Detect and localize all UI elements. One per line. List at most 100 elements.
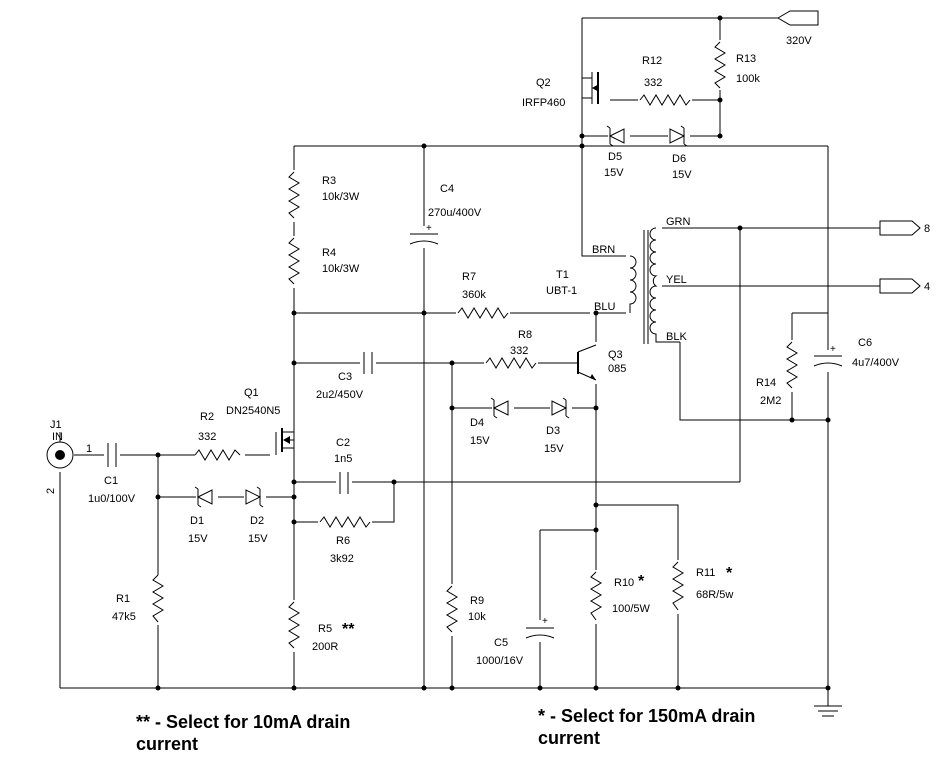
r10-mark: * [638,573,645,590]
svg-text:+: + [542,616,548,627]
r14-value: 2M2 [760,395,781,407]
q3-mosfet [570,342,600,384]
r6-ref: R6 [336,535,350,547]
d5-ref: D5 [608,151,622,163]
c6-capacitor: + [812,344,844,372]
r14-ref: R14 [756,377,776,389]
r9-resistor [445,584,459,636]
q1-value: DN2540N5 [226,405,280,417]
r7-value: 360k [462,289,486,301]
ground-icon [814,688,842,717]
note-10ma-line1: ** - Select for 10mA drain [136,712,350,732]
r2-ref: R2 [200,411,214,423]
c3-ref: C3 [338,371,352,383]
lead-blk: BLK [666,331,687,343]
lead-blu: BLU [594,301,615,313]
note-10ma-line2: current [136,734,198,754]
j1-pin1: 1 [86,443,92,455]
d1-zener [194,486,218,508]
r10-ref: R10 [614,577,634,589]
r4-ref: R4 [322,247,336,259]
c5-ref: C5 [494,637,508,649]
r1-resistor [151,574,165,625]
supply-connector [777,10,819,26]
r11-mark: * [726,565,733,582]
t1-value: UBT-1 [546,285,577,297]
r5-ref: R5 [318,623,332,635]
d1-value: 15V [188,533,208,545]
r7-ref: R7 [462,271,476,283]
r3-resistor [287,170,301,222]
d2-ref: D2 [250,515,264,527]
c3-capacitor [360,350,376,376]
d1-ref: D1 [190,515,204,527]
r8-resistor [484,356,538,370]
out-label-8: 8 [924,223,930,235]
j1-pin2: 2 [45,488,57,494]
r12-ref: R12 [642,55,662,67]
c5-value: 1000/16V [476,655,524,667]
q1-ref: Q1 [244,387,259,399]
q2-ref: Q2 [536,77,551,89]
lead-grn: GRN [666,216,691,228]
c2-value: 1n5 [334,453,352,465]
q2-value: IRFP460 [522,97,565,109]
r12-resistor [638,93,692,107]
r5-value: 200R [312,641,338,653]
q3-ref: Q3 [608,349,623,361]
r11-value: 68R/5w [696,589,733,601]
d3-ref: D3 [546,425,560,437]
d4-value: 15V [470,435,490,447]
r14-resistor [785,340,799,392]
q1-mosfet [270,424,298,460]
r2-resistor [194,448,245,462]
d4-ref: D4 [470,417,484,429]
j1-ref: J1 [50,419,62,431]
r4-resistor [287,236,301,288]
note-150ma-line2: current [538,728,600,748]
r10-resistor [589,570,603,624]
labels: J1 IN 1 2 C1 1u0/100V R1 47k5 R2 332 D1 … [45,35,930,754]
out-label-4: 4 [924,281,930,293]
r6-resistor [318,515,372,529]
r13-ref: R13 [736,53,756,65]
c5-capacitor: + [524,616,556,642]
d6-ref: D6 [672,153,686,165]
out-connector-4 [879,278,921,294]
note-150ma-line1: * - Select for 150mA drain [538,706,755,726]
d2-value: 15V [248,533,268,545]
svg-text:+: + [830,344,836,355]
j1-connector [46,432,74,469]
lead-brn: BRN [592,244,615,256]
c6-value: 4u7/400V [852,357,900,369]
r9-value: 10k [468,611,486,623]
c1-ref: C1 [104,475,118,487]
r4-value: 10k/3W [322,263,360,275]
d4-zener [490,397,514,419]
r7-resistor [456,306,510,320]
j1-value: IN [52,431,63,443]
c4-value: 270u/400V [428,207,482,219]
d3-zener [550,397,572,419]
r5-resistor [287,600,301,652]
wires [59,17,880,689]
r8-ref: R8 [518,329,532,341]
r3-ref: R3 [322,175,336,187]
r10-value: 100/5W [612,603,651,615]
t1-ref: T1 [556,269,569,281]
c1-value: 1u0/100V [88,493,136,505]
r5-mark: ** [342,621,355,638]
r1-ref: R1 [116,593,130,605]
c4-capacitor: + [408,223,440,248]
out-connector-8 [879,220,921,236]
d3-value: 15V [544,443,564,455]
c4-ref: C4 [440,183,454,195]
r2-value: 332 [198,431,216,443]
r13-value: 100k [736,73,760,85]
r9-ref: R9 [470,595,484,607]
r11-resistor [671,560,685,614]
c1-capacitor [104,440,120,470]
r13-resistor [713,40,727,90]
d6-zener [668,125,690,147]
